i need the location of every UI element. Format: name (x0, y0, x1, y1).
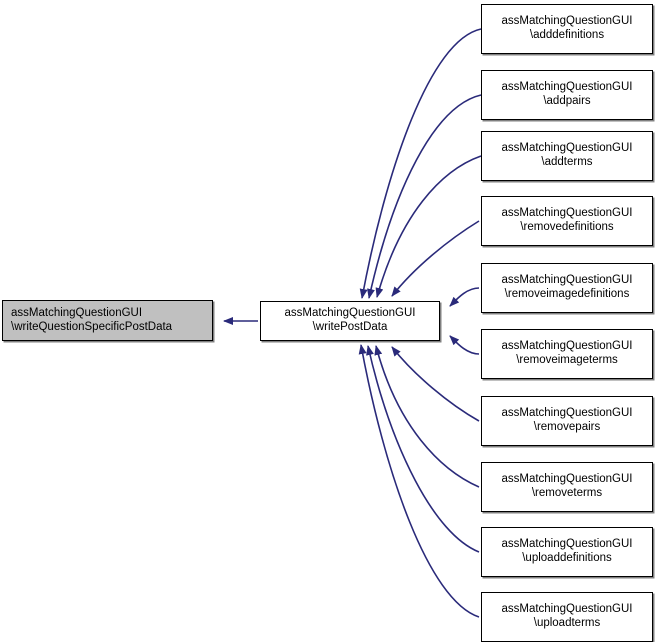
node-label-line2: \removepairs (533, 421, 601, 433)
edge-removeterms (374, 345, 480, 488)
node-label-line1: assMatchingQuestionGUI (501, 473, 633, 486)
node-label-line2: \writePostData (312, 321, 388, 333)
node-removeimageterms[interactable]: assMatchingQuestionGUI \removeimageterms (481, 329, 653, 379)
node-label-line1: assMatchingQuestionGUI (501, 603, 633, 616)
node-removepairs[interactable]: assMatchingQuestionGUI \removepairs (481, 396, 653, 446)
edge-removepairs (391, 346, 480, 422)
node-label-line1: assMatchingQuestionGUI (11, 306, 143, 319)
edge-uploaddefinitions (366, 345, 480, 553)
node-label-line1: assMatchingQuestionGUI (501, 274, 633, 287)
node-label-line1: assMatchingQuestionGUI (284, 307, 416, 320)
node-adddefinitions[interactable]: assMatchingQuestionGUI \adddefinitions (481, 4, 653, 54)
node-label-line2: \uploaddefinitions (522, 552, 612, 564)
edge-removeimageterms (449, 335, 480, 355)
node-removeterms[interactable]: assMatchingQuestionGUI \removeterms (481, 462, 653, 512)
node-label-line2: \removeimageterms (516, 354, 618, 366)
node-label-line1: assMatchingQuestionGUI (501, 407, 633, 420)
edge-addterms (375, 155, 482, 298)
node-uploadterms[interactable]: assMatchingQuestionGUI \uploadterms (481, 592, 653, 642)
edge-removedefinitions (391, 220, 480, 297)
node-write-question-specific-post-data[interactable]: assMatchingQuestionGUI \writeQuestionSpe… (2, 300, 213, 341)
node-label-line2: \addterms (541, 156, 593, 168)
node-label-line2: \writeQuestionSpecificPostData (11, 320, 173, 333)
node-removedefinitions[interactable]: assMatchingQuestionGUI \removedefinition… (481, 196, 653, 246)
node-label-line2: \removeimagedefinitions (504, 288, 630, 300)
node-write-post-data[interactable]: assMatchingQuestionGUI \writePostData (260, 301, 440, 341)
node-label-line1: assMatchingQuestionGUI (501, 15, 633, 28)
node-label-line2: \adddefinitions (529, 29, 605, 41)
node-addterms[interactable]: assMatchingQuestionGUI \addterms (481, 131, 653, 181)
node-removeimagedefinitions[interactable]: assMatchingQuestionGUI \removeimagedefin… (481, 263, 653, 313)
node-label-line1: assMatchingQuestionGUI (501, 538, 633, 551)
edge-removeimagedefinitions (449, 287, 480, 307)
node-label-line1: assMatchingQuestionGUI (501, 340, 633, 353)
node-label-line1: assMatchingQuestionGUI (501, 207, 633, 220)
edge-uploadterms (358, 344, 480, 618)
node-label-line2: \removedefinitions (520, 221, 614, 233)
edge-adddefinitions (359, 28, 482, 299)
node-label-line2: \addpairs (543, 95, 591, 107)
node-label-line1: assMatchingQuestionGUI (501, 81, 633, 94)
node-addpairs[interactable]: assMatchingQuestionGUI \addpairs (481, 70, 653, 120)
edge-addpairs (367, 94, 482, 299)
node-uploaddefinitions[interactable]: assMatchingQuestionGUI \uploaddefinition… (481, 527, 653, 577)
node-label-line1: assMatchingQuestionGUI (501, 142, 633, 155)
node-label-line2: \removeterms (531, 487, 603, 499)
node-label-line2: \uploadterms (533, 617, 601, 629)
